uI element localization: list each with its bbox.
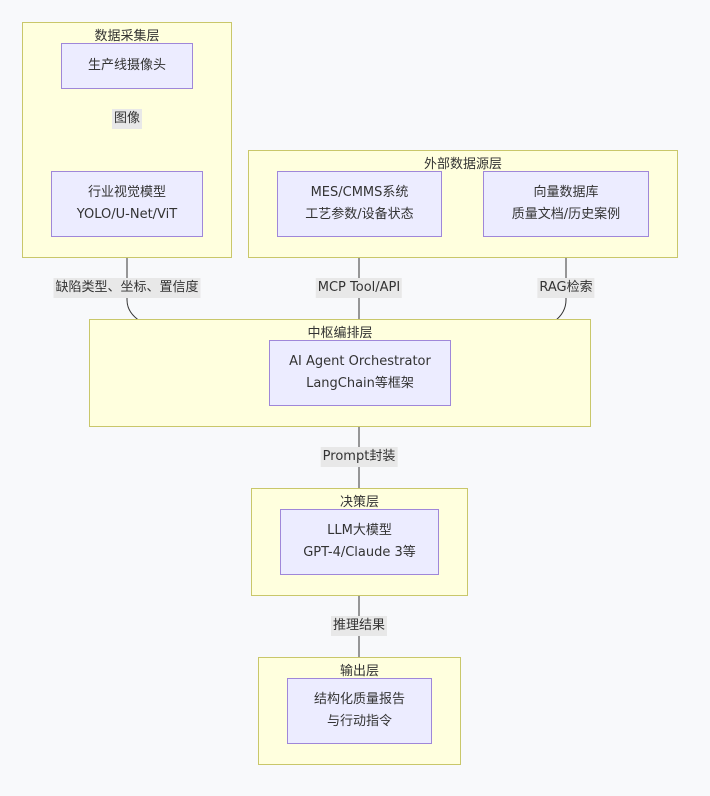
node-line: YOLO/U-Net/ViT	[76, 207, 178, 222]
cluster-title: 输出层	[339, 664, 379, 679]
edge-label-prompt: Prompt封装	[320, 447, 398, 467]
node-vector-db[interactable]: 向量数据库 质量文档/历史案例	[483, 171, 649, 237]
node-line: 工艺参数/设备状态	[305, 207, 414, 222]
edge-label-defect-info: 缺陷类型、坐标、置信度	[53, 278, 201, 298]
node-production-camera[interactable]: 生产线摄像头	[61, 43, 193, 89]
node-llm[interactable]: LLM大模型 GPT-4/Claude 3等	[280, 509, 439, 575]
cluster-title: 中枢编排层	[307, 326, 373, 341]
edge-label-image: 图像	[111, 109, 143, 129]
node-line: 向量数据库	[533, 185, 599, 200]
node-line: 生产线摄像头	[87, 58, 166, 73]
node-ai-agent-orchestrator[interactable]: AI Agent Orchestrator LangChain等框架	[269, 340, 451, 406]
node-line: GPT-4/Claude 3等	[303, 545, 416, 560]
node-mes-cmms[interactable]: MES/CMMS系统 工艺参数/设备状态	[277, 171, 442, 237]
edge-label-rag: RAG检索	[537, 278, 595, 298]
cluster-title: 决策层	[339, 495, 379, 510]
node-line: 质量文档/历史案例	[511, 207, 621, 222]
node-line: 行业视觉模型	[87, 185, 166, 200]
node-vision-model[interactable]: 行业视觉模型 YOLO/U-Net/ViT	[51, 171, 203, 237]
node-line: 结构化质量报告	[313, 692, 405, 707]
edge-label-inference: 推理结果	[330, 616, 388, 636]
node-line: AI Agent Orchestrator	[289, 354, 431, 369]
node-line: MES/CMMS系统	[310, 185, 409, 200]
node-quality-report[interactable]: 结构化质量报告 与行动指令	[287, 678, 432, 744]
cluster-title: 数据采集层	[94, 29, 160, 44]
cluster-title: 外部数据源层	[423, 157, 502, 172]
edge-label-mcp-tool: MCP Tool/API	[315, 278, 403, 298]
node-line: LangChain等框架	[306, 376, 414, 391]
node-line: 与行动指令	[326, 714, 392, 729]
node-line: LLM大模型	[327, 523, 392, 538]
